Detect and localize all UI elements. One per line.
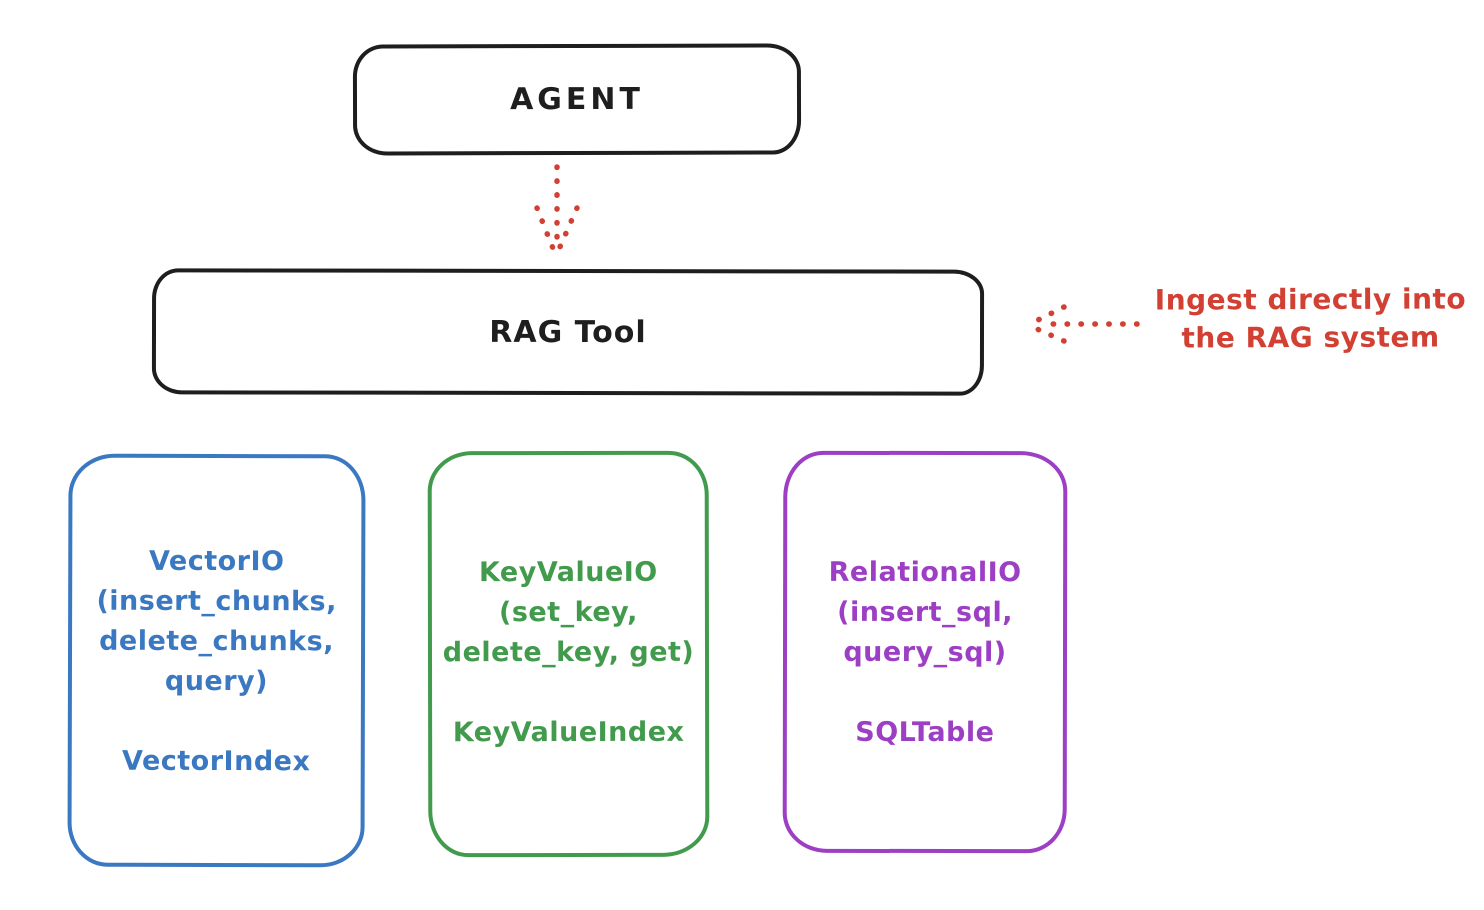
relational-io-line: RelationalIO — [828, 556, 1022, 589]
relational-io-node: RelationalIO (insert_sql, query_sql) SQL… — [782, 450, 1068, 854]
agent-label: AGENT — [510, 81, 644, 118]
agent-node: AGENT — [352, 43, 802, 156]
agent-to-rag-arrow-icon — [534, 164, 580, 259]
keyvalue-index-label: KeyValueIndex — [452, 716, 685, 749]
vector-index-label: VectorIndex — [122, 745, 311, 778]
keyvalue-io-line: (set_key, — [498, 596, 638, 629]
relational-io-line: (insert_sql, — [837, 596, 1014, 629]
ingest-arrow-icon — [1025, 304, 1140, 344]
ingest-annotation-line: Ingest directly into — [1154, 282, 1467, 317]
relational-io-line: query_sql) — [843, 636, 1007, 669]
vector-io-line: (insert_chunks, — [96, 585, 337, 618]
vector-io-node: VectorIO (insert_chunks, delete_chunks, … — [67, 453, 366, 868]
keyvalue-io-node: KeyValueIO (set_key, delete_key, get) Ke… — [427, 450, 710, 858]
rag-tool-node: RAG Tool — [151, 268, 985, 396]
ingest-annotation: Ingest directly into the RAG system — [1138, 280, 1483, 357]
keyvalue-io-line: KeyValueIO — [478, 556, 658, 589]
vector-io-line: query) — [164, 665, 269, 698]
vector-io-line: delete_chunks, — [99, 625, 335, 658]
rag-tool-label: RAG Tool — [489, 314, 647, 350]
vector-io-line: VectorIO — [148, 545, 285, 578]
keyvalue-io-line: delete_key, get) — [442, 636, 695, 669]
sql-table-label: SQLTable — [855, 716, 995, 749]
ingest-annotation-line: the RAG system — [1181, 320, 1440, 355]
